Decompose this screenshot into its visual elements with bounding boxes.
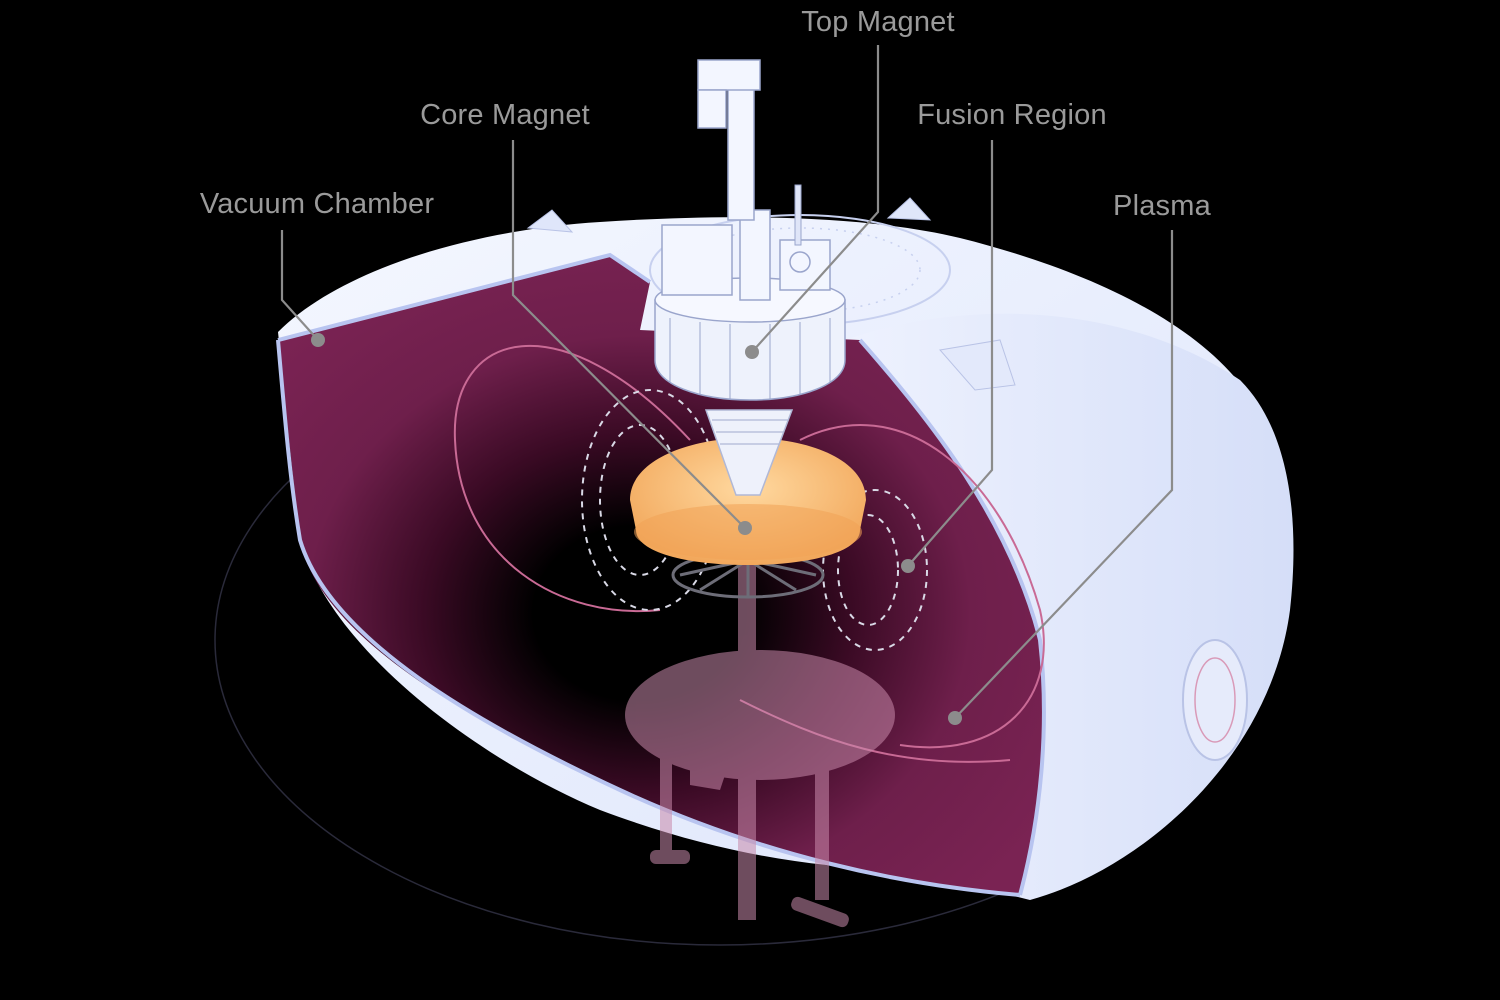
handle-pad-left [526,209,574,233]
label-plasma: Plasma [1113,190,1212,222]
label-core-magnet: Core Magnet [420,99,590,131]
handle-pad-right [886,197,932,221]
leader-fusion-region [907,140,994,567]
dot-fusion-region [901,559,915,573]
handle-pad-mid [939,339,1016,391]
viewport-window [1182,639,1248,761]
leader-plasma [954,230,1174,719]
leader-vacuum-chamber [280,230,319,341]
dot-vacuum-chamber [311,333,325,347]
callout-leaders [280,45,1174,719]
dot-top-magnet [745,345,759,359]
label-vacuum-chamber: Vacuum Chamber [200,188,435,220]
label-top-magnet: Top Magnet [801,6,955,38]
lower-internals [625,560,895,928]
callout-dots [311,333,962,725]
leader-top-magnet [751,45,880,353]
leader-core-magnet [511,140,746,529]
top-magnet-assembly [654,59,846,496]
cutaway-edge [276,339,1021,897]
dot-core-magnet [738,521,752,535]
dot-plasma [948,711,962,725]
callout-labels: Top Magnet Core Magnet Fusion Region Vac… [200,6,1212,222]
label-fusion-region: Fusion Region [917,99,1107,131]
